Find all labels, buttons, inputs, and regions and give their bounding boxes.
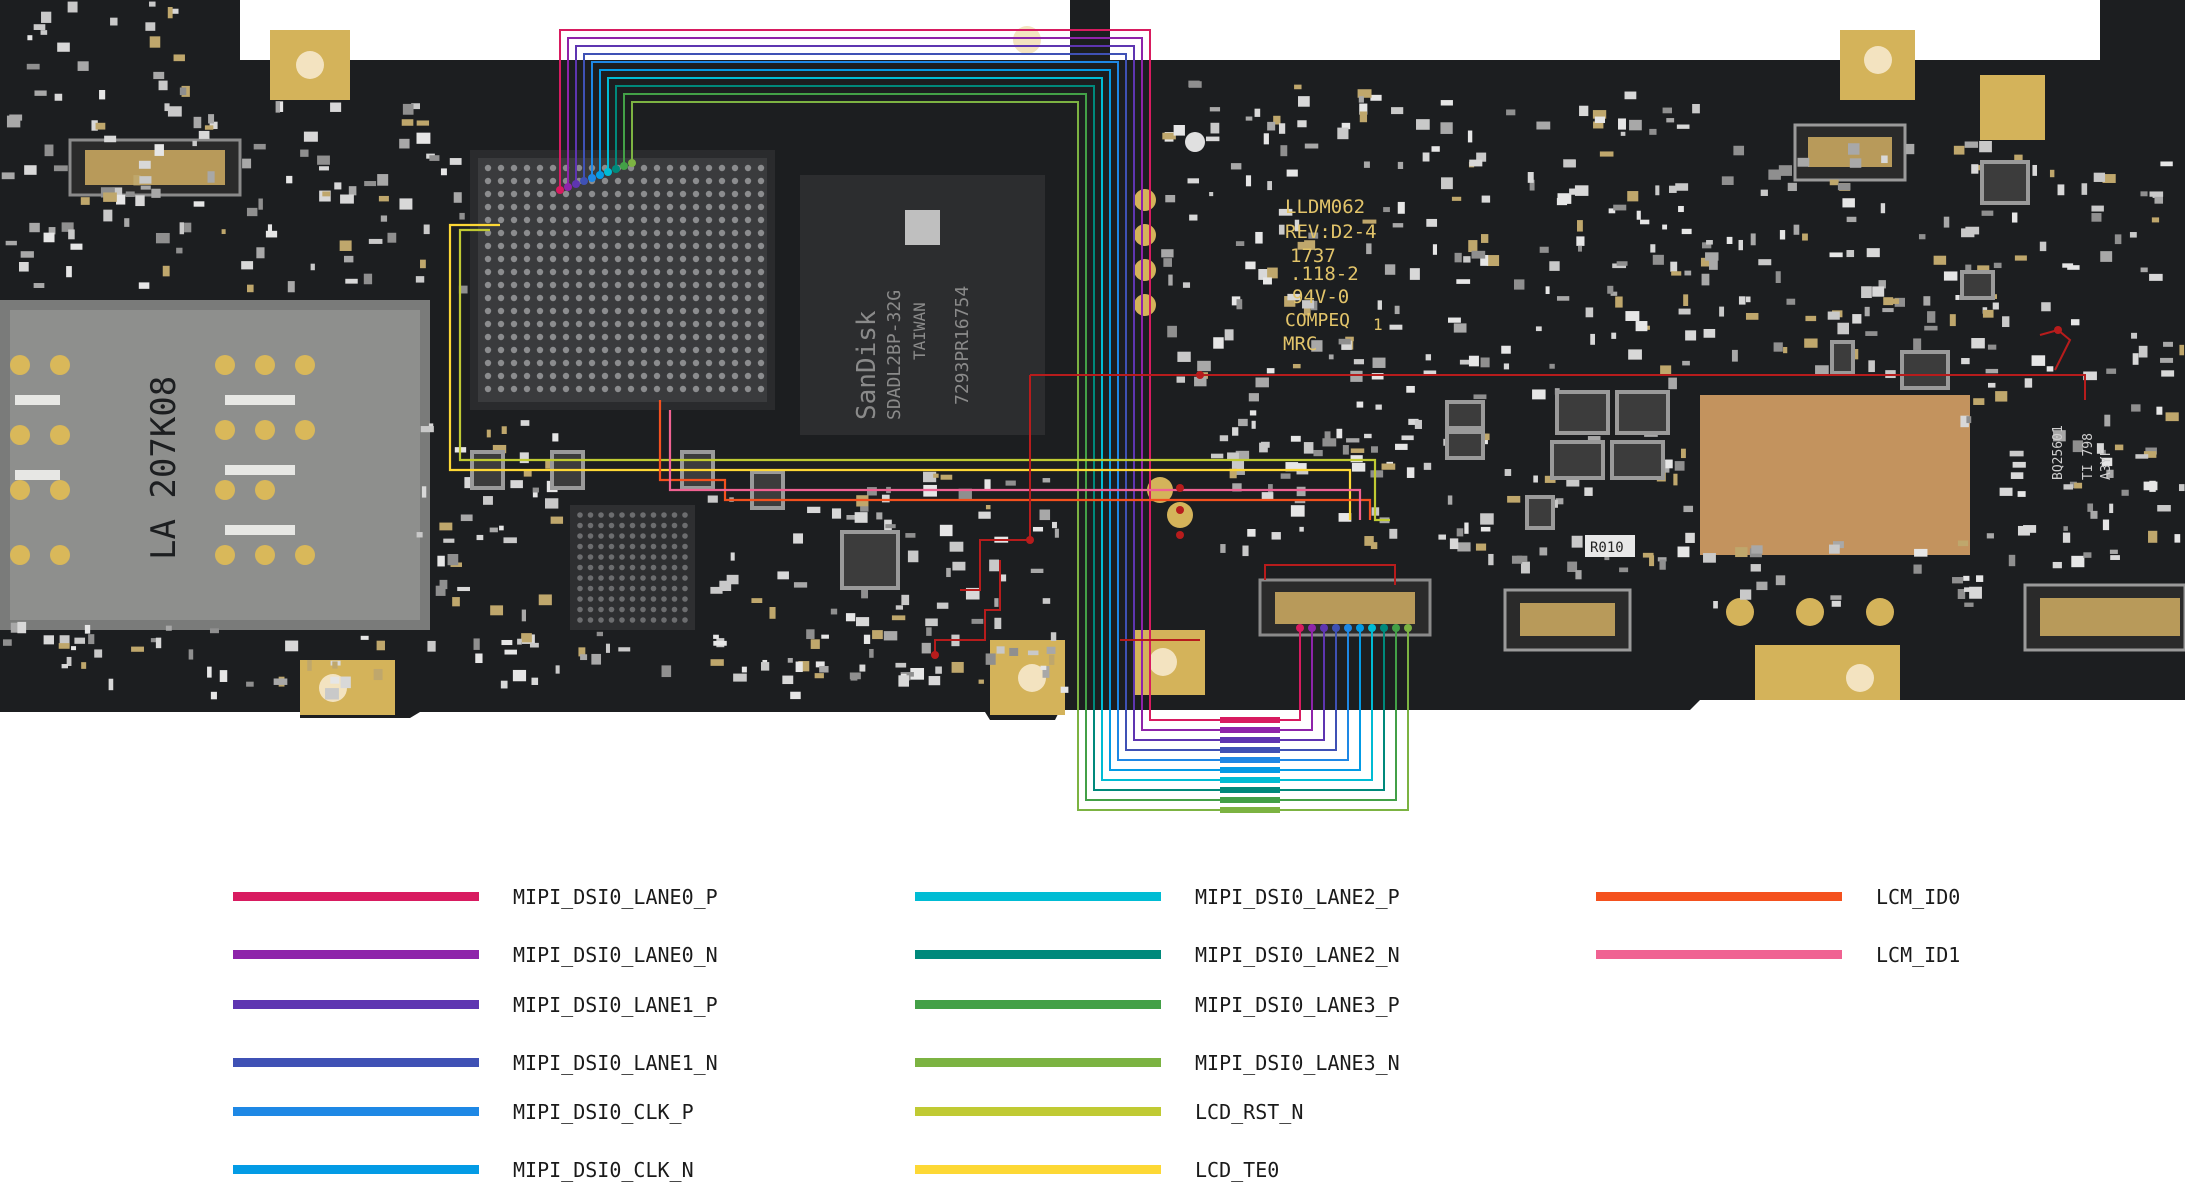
- board-silkscreen: LLDM062 REV:D2-4 1737 .118-2 94V-0 COMPE…: [1283, 196, 2114, 557]
- legend-swatch: [915, 1058, 1161, 1067]
- flash-chip-country: TAIWAN: [910, 302, 929, 360]
- legend-swatch: [915, 1107, 1161, 1116]
- resistor-label: R010: [1590, 540, 1624, 556]
- legend-swatch: [1596, 950, 1842, 959]
- flash-chip-code: 7293PR16754: [952, 286, 973, 405]
- legend-label: MIPI_DSI0_LANE0_P: [513, 885, 718, 909]
- legend-label: MIPI_DSI0_LANE2_P: [1195, 885, 1400, 909]
- legend-swatch: [233, 1000, 479, 1009]
- flash-chip-part: SDADL2BP-32G: [884, 290, 905, 420]
- legend-swatch: [915, 950, 1161, 959]
- right-connector: [1503, 588, 1632, 652]
- pcb-diagram: LA 207K08 SanDisk SDADL2BP-32G TAIWAN 72…: [0, 0, 2185, 813]
- legend-swatch: [1596, 892, 1842, 901]
- legend-label: MIPI_DSI0_LANE0_N: [513, 943, 718, 967]
- legend-swatch: [915, 1165, 1161, 1174]
- legend-swatch: [915, 892, 1161, 901]
- legend-label: MIPI_DSI0_LANE1_N: [513, 1051, 718, 1075]
- soc-pads: [484, 164, 765, 393]
- legend-swatch: [233, 1165, 479, 1174]
- legend-label: MIPI_DSI0_CLK_P: [513, 1100, 694, 1124]
- legend-label: MIPI_DSI0_CLK_N: [513, 1158, 694, 1182]
- far-right-connector: [2023, 583, 2185, 652]
- silk-line-6: COMPEQ: [1285, 310, 1350, 331]
- signal-traces: [448, 29, 2086, 811]
- mounting-holes: [296, 26, 1892, 702]
- ti-chip-label-2: A3YF: [2099, 449, 2114, 480]
- legend-label: MIPI_DSI0_LANE3_P: [1195, 993, 1400, 1017]
- legend-label: LCD_RST_N: [1195, 1100, 1304, 1124]
- net-legend: MIPI_DSI0_LANE0_P MIPI_DSI0_LANE0_N MIPI_D…: [0, 860, 2185, 1194]
- silk-line-1: LLDM062: [1285, 196, 1365, 218]
- silk-line-4: .118-2: [1290, 263, 1359, 285]
- legend-label: LCM_ID1: [1876, 943, 1961, 967]
- sim-tray: LA 207K08: [0, 300, 430, 630]
- legend-swatch: [233, 892, 479, 901]
- sim-tray-label: LA 207K08: [144, 376, 184, 560]
- legend-swatch: [233, 1107, 479, 1116]
- legend-label: LCM_ID0: [1876, 885, 1961, 909]
- bq-chip-label: BQ25601: [2051, 425, 2066, 480]
- legend-label: LCD_TE0: [1195, 1158, 1280, 1182]
- legend-swatch: [233, 950, 479, 959]
- legend-swatch: [915, 1000, 1161, 1009]
- silk-line-2: REV:D2-4: [1285, 221, 1377, 243]
- flash-chip-brand: SanDisk: [852, 310, 882, 420]
- silk-line-3: 1737: [1290, 245, 1336, 267]
- pmic-pads: [577, 512, 688, 623]
- silk-line-5: 94V-0: [1292, 286, 1349, 308]
- mounting-pads: [270, 30, 2045, 715]
- legend-label: MIPI_DSI0_LANE1_P: [513, 993, 718, 1017]
- silk-line-6b: 1: [1373, 315, 1383, 334]
- legend-swatch: [233, 1058, 479, 1067]
- legend-label: MIPI_DSI0_LANE3_N: [1195, 1051, 1400, 1075]
- ti-chip-label: TI 798: [2081, 433, 2096, 480]
- flash-chip: SanDisk SDADL2BP-32G TAIWAN 7293PR16754: [800, 175, 1045, 435]
- silk-line-7: MRC: [1283, 333, 1317, 355]
- net-label-stubs: [1220, 717, 1280, 813]
- legend-label: MIPI_DSI0_LANE2_N: [1195, 943, 1400, 967]
- soc-bga-chip: [470, 150, 775, 410]
